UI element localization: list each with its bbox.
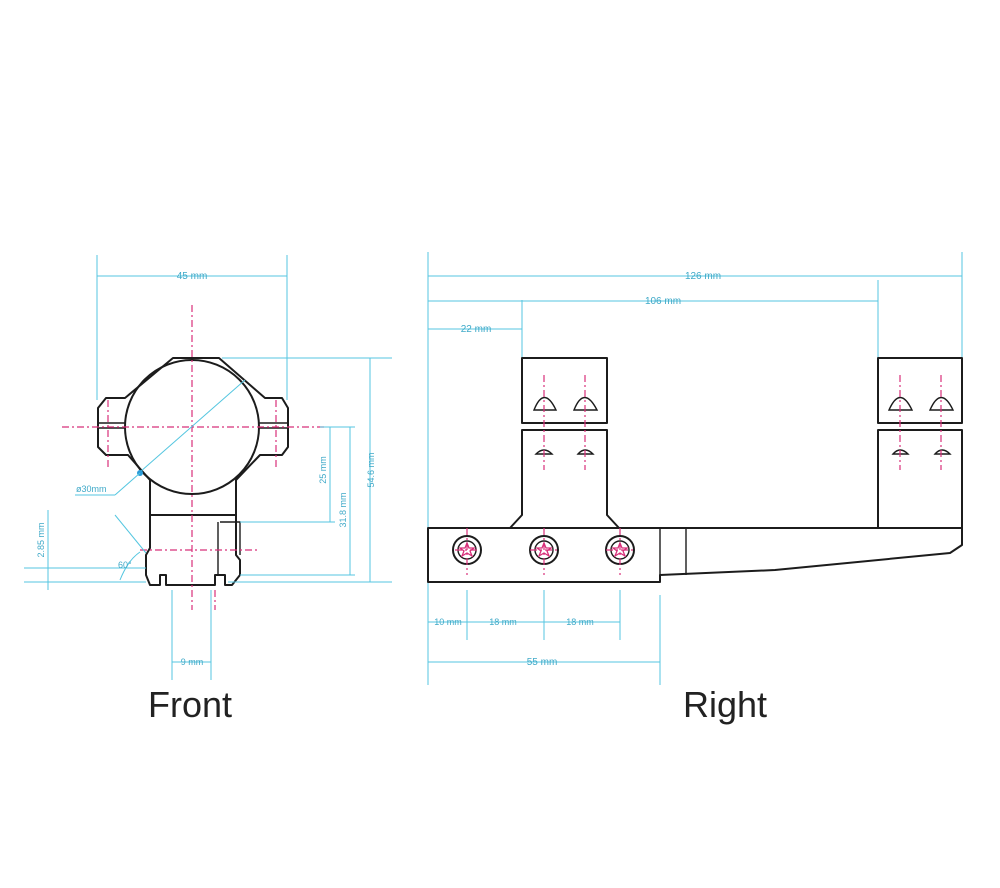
right-ring-left-bottom xyxy=(509,429,620,529)
front-center-height-label: 25 mm xyxy=(318,456,328,484)
right-ring-offset-label: 22 mm xyxy=(461,324,492,335)
right-view-label: Right xyxy=(683,684,768,725)
right-first-screw-label: 10 mm xyxy=(434,617,462,627)
right-base-length-label: 55 mm xyxy=(527,657,558,668)
front-view-label: Front xyxy=(148,684,233,725)
front-base-clamp xyxy=(145,514,241,586)
front-width-label: 45 mm xyxy=(177,271,208,282)
front-view: 45 mm ø30mm 54.6 mm 31 xyxy=(24,255,392,680)
right-ring-right-bottom xyxy=(877,429,963,529)
right-ring-left-top xyxy=(521,357,608,424)
front-rail-width-label: 9 mm xyxy=(181,657,204,667)
right-overall-length-label: 126 mm xyxy=(685,271,721,282)
right-base-body xyxy=(427,527,963,583)
right-view: 126 mm 106 mm 22 mm xyxy=(427,252,963,685)
right-screw-pitch-2-label: 18 mm xyxy=(566,617,594,627)
front-center-height-total-label: 31.8 mm xyxy=(338,492,348,527)
front-overall-height-label: 54.6 mm xyxy=(366,452,376,487)
right-ring-right-top xyxy=(877,357,963,424)
front-base-height-label: 2.85 mm xyxy=(36,522,46,557)
right-screw-pitch-1-label: 18 mm xyxy=(489,617,517,627)
front-angle-label: 60° xyxy=(118,560,132,570)
right-ring-spacing-label: 106 mm xyxy=(645,296,681,307)
front-diameter-label: ø30mm xyxy=(76,484,107,494)
